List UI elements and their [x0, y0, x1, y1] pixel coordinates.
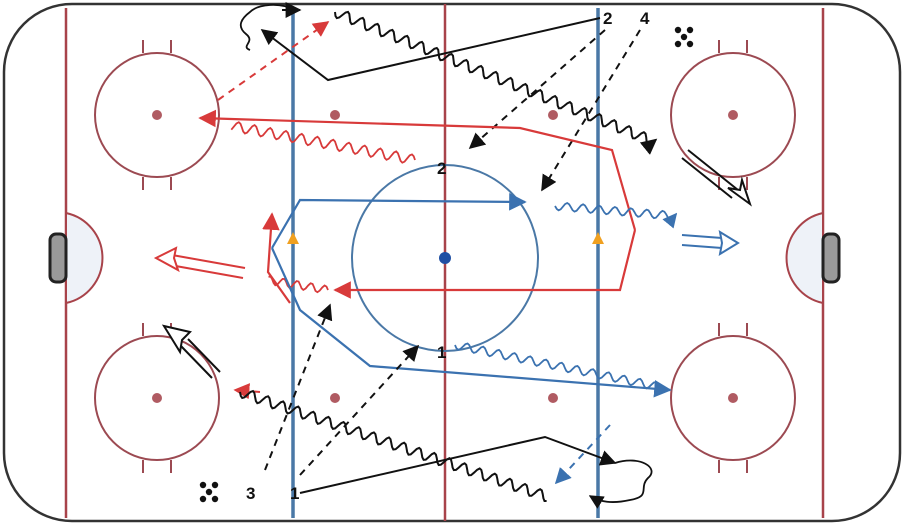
neutral-dot	[548, 110, 558, 120]
cone-icon	[287, 232, 299, 244]
pass-path-blue	[554, 424, 611, 485]
puck-carry-path-red	[230, 121, 416, 164]
pass-path-black	[299, 344, 420, 476]
skate-path-red	[333, 229, 637, 299]
player-label-4-top: 4	[640, 9, 650, 28]
pass-path-red	[217, 21, 330, 101]
faceoff-circle-bottom-right	[670, 323, 796, 473]
pass-path-black	[468, 29, 606, 150]
skate-path-blue	[271, 193, 527, 249]
puck-carry-path-black	[239, 389, 547, 502]
puck-pile-icon	[199, 481, 219, 503]
skate-path-black	[260, 17, 601, 82]
shot-arrow-black	[681, 149, 752, 207]
cone-icon	[592, 232, 604, 244]
neutral-dot	[330, 110, 340, 120]
pass-path-black	[264, 303, 333, 471]
player-label-1-center: 1	[437, 343, 446, 362]
neutral-dot	[548, 393, 558, 403]
puck-carry-path-black	[334, 10, 658, 155]
skate-path-black	[299, 435, 617, 494]
player-label-3-bottom: 3	[246, 484, 255, 503]
shot-arrow-blue	[681, 229, 740, 257]
player-label-1-bottom: 1	[290, 484, 299, 503]
puck-carry-path-red	[268, 275, 329, 294]
pass-path-red	[233, 383, 261, 400]
shot-arrow-black	[161, 324, 221, 379]
skate-path-red	[262, 212, 291, 304]
player-label-2-top: 2	[603, 9, 612, 28]
net-icon	[821, 232, 841, 284]
goal-crease-right	[785, 211, 824, 305]
net-icon	[48, 232, 68, 284]
center-faceoff-dot	[439, 252, 451, 264]
pass-path-black	[541, 29, 641, 192]
neutral-dot	[330, 393, 340, 403]
shot-arrow-red	[153, 246, 246, 279]
skate-path-red	[198, 109, 637, 231]
goal-crease-left	[65, 211, 104, 305]
puck-pile-icon	[674, 26, 694, 48]
puck-carry-path-black	[239, 4, 296, 51]
center-circle	[351, 164, 539, 352]
rink-boards	[2, 2, 902, 523]
puck-carry-path-black	[588, 459, 653, 509]
faceoff-circle-top-left	[94, 40, 220, 190]
skate-path-blue	[270, 247, 672, 398]
puck-carry-path-blue	[454, 342, 665, 393]
player-label-2-center: 2	[437, 159, 446, 178]
faceoff-circle-top-right	[670, 40, 796, 190]
puck-carry-path-blue	[554, 201, 678, 229]
